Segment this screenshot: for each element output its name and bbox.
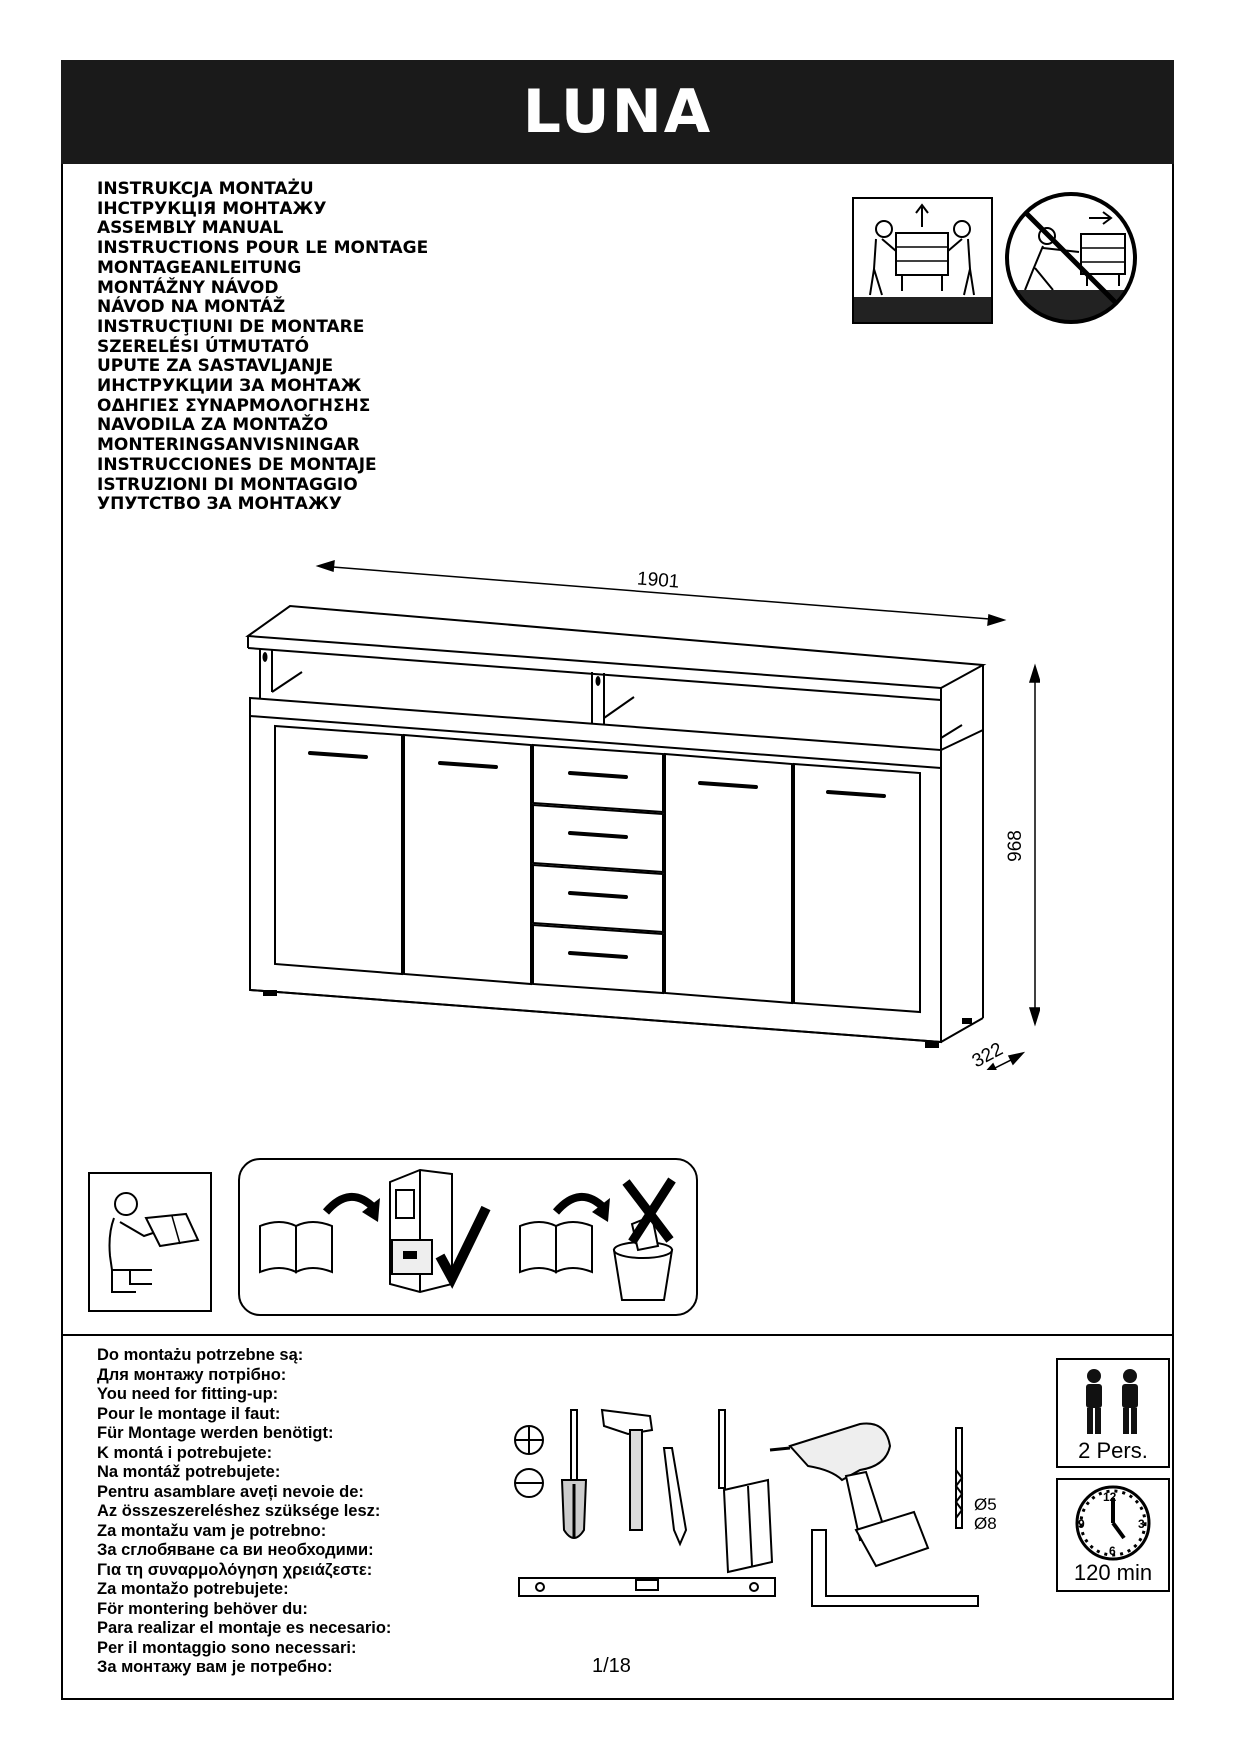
- persons-label: 2 Pers.: [1078, 1438, 1148, 1463]
- drill-bit-size-5: Ø5: [974, 1495, 997, 1514]
- sideboard-drawing: [240, 550, 1042, 1077]
- clock-icon: [1075, 1485, 1151, 1561]
- page-number: 1/18: [592, 1655, 631, 1677]
- drill-bit-icon: [954, 1427, 964, 1529]
- pencil-icon: [662, 1447, 688, 1547]
- tools-required-line: Pour le montage il faut:: [97, 1404, 281, 1423]
- tools-required-line: K montá i potrebujete:: [97, 1443, 273, 1462]
- tools-required-line: You need for fitting-up:: [97, 1385, 279, 1403]
- tools-required-line: Do montażu potrzebne są:: [97, 1346, 304, 1364]
- tools-required-line: Za montažo potrebujete:: [97, 1580, 289, 1598]
- manual-title: MONTAGEANLEITUNG: [97, 257, 302, 278]
- one-person-push-prohibited-icon: [1003, 190, 1139, 326]
- tools-required-line: Για τη συναρμολόγηση χρειάζεστε:: [97, 1560, 373, 1579]
- tools-required-list: Do montażu potrzebne są: Для монтажу пот…: [97, 1346, 391, 1678]
- try-square-icon: [811, 1529, 979, 1607]
- tools-required-line: Para realizar el montaje es necesario:: [97, 1619, 392, 1637]
- hammer-icon: [600, 1408, 654, 1531]
- tools-illustration: [500, 1400, 1020, 1630]
- manual-title: MONTÁŽNY NÁVOD: [97, 277, 279, 298]
- manual-title: ΟΔΗΓΙΕΣ ΣΥΝΑΡΜΟΛΟΓΗΣΗΣ: [97, 395, 371, 416]
- time-box: 12 3 6 9: [1056, 1478, 1170, 1592]
- time-label: 120 min: [1073, 1560, 1153, 1585]
- manual-title: INSTRUCŢIUNI DE MONTARE: [97, 316, 365, 337]
- screwdriver-icon: [560, 1409, 588, 1539]
- screwdriver-tip-icon: [514, 1425, 544, 1498]
- clock-number-3: 3: [1138, 1517, 1145, 1531]
- tools-required-line: Az összeszereléshez szüksége lesz:: [97, 1502, 381, 1520]
- manual-title: MONTERINGSANVISNINGAR: [97, 435, 360, 456]
- tools-required-line: За сглобяване са ви необходими:: [97, 1541, 374, 1559]
- tools-required-line: За монтажу вам је потребно:: [97, 1658, 333, 1676]
- tools-required-line: Für Montage werden benötigt:: [97, 1424, 334, 1442]
- tools-required-line: För montering behöver du:: [97, 1599, 308, 1618]
- manual-title: ИНСТРУКЦИИ ЗА МОНТАЖ: [97, 376, 362, 397]
- open-book-icon: [259, 1221, 333, 1274]
- manual-title: УПУТСТВО ЗА МОНТАЖУ: [97, 494, 342, 515]
- keep-manual-icon: [389, 1168, 453, 1294]
- manual-storage-panel: [238, 1158, 698, 1316]
- manual-title: ISTRUZIONI DI MONTAGGIO: [97, 474, 358, 495]
- read-manual-icon: [88, 1172, 212, 1312]
- manual-title: NAVODILA ZA MONTAŽO: [97, 415, 329, 436]
- persons-box: [1056, 1358, 1170, 1468]
- section-divider: [61, 1334, 1174, 1336]
- title-bar: LUNA: [61, 60, 1174, 164]
- manual-title: INSTRUKCJA MONTAŻU: [97, 179, 314, 199]
- product-title: LUNA: [522, 77, 713, 147]
- dimension-width: 1901: [636, 568, 681, 593]
- tools-required-line: Za montažu vam je potrebno:: [97, 1521, 327, 1540]
- drill-bit-size-8: Ø8: [974, 1514, 997, 1533]
- clock-number-12: 12: [1103, 1490, 1117, 1504]
- manual-title: UPUTE ZA SASTAVLJANJE: [97, 356, 334, 377]
- spirit-level-icon: [518, 1577, 776, 1597]
- manual-title: INSTRUCCIONES DE MONTAJE: [97, 454, 377, 475]
- dimension-height: 968: [1004, 830, 1026, 862]
- persons-icon: [1086, 1369, 1138, 1434]
- manual-title: ІНСТРУКЦІЯ МОНТАЖУ: [97, 198, 327, 219]
- two-person-carry-icon: [852, 197, 993, 324]
- manual-title: NÁVOD NA MONTÁŽ: [97, 297, 286, 318]
- do-not-discard-manual-icon: [612, 1214, 674, 1301]
- tools-required-line: Na montáž potrebujete:: [97, 1463, 281, 1481]
- tools-required-line: Per il montaggio sono necessari:: [97, 1638, 357, 1657]
- manual-title: ASSEMBLY MANUAL: [97, 218, 284, 239]
- cordless-drill-icon: [769, 1422, 930, 1568]
- manual-title: SZERELÉSI ÚTMUTATÓ: [97, 336, 310, 357]
- tape-measure-icon: [718, 1409, 774, 1574]
- clock-number-6: 6: [1109, 1544, 1116, 1558]
- manual-title: INSTRUCTIONS POUR LE MONTAGE: [97, 238, 429, 259]
- clock-number-9: 9: [1078, 1517, 1085, 1531]
- tools-required-line: Pentru asamblare aveți nevoie de:: [97, 1482, 364, 1501]
- manual-titles: INSTRUKCJA MONTAŻU ІНСТРУКЦІЯ МОНТАЖУ AS…: [97, 179, 429, 515]
- tools-required-line: Для монтажу потрібно:: [97, 1365, 287, 1384]
